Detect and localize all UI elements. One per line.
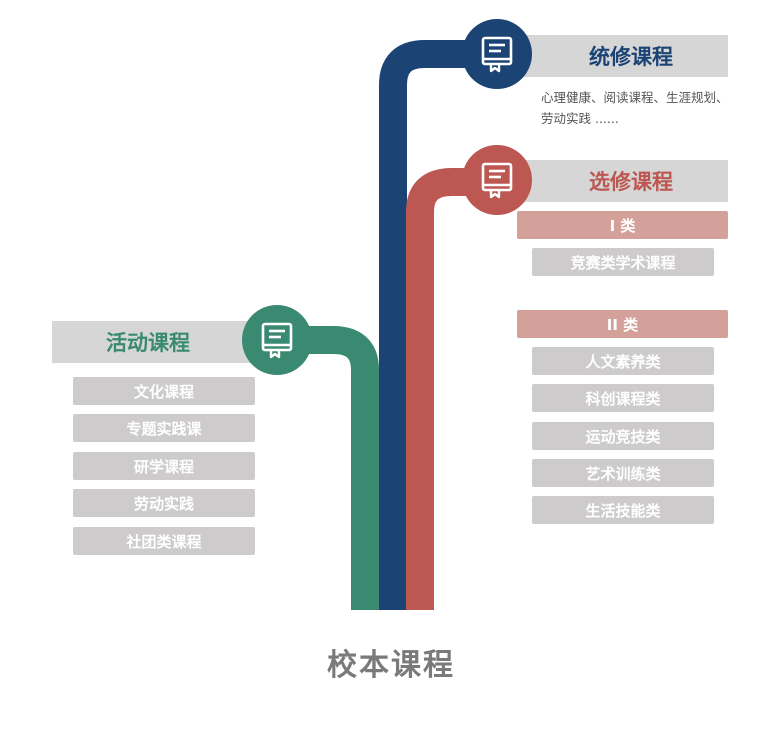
list-item-label: 艺术训练类 xyxy=(585,464,661,483)
activity-header: 活动课程 xyxy=(52,321,264,363)
activity-icon-circle xyxy=(242,305,312,375)
list-item: 人文素养类 xyxy=(532,347,714,375)
elective-category-1-label: I 类 xyxy=(609,216,636,235)
elective-header: 选修课程 xyxy=(522,160,728,202)
elective-category-2: II 类 xyxy=(517,310,728,338)
required-header: 统修课程 xyxy=(522,35,728,77)
activity-stem xyxy=(278,326,379,610)
list-item-label: 运动竞技类 xyxy=(585,427,661,446)
elective-category-1: I 类 xyxy=(517,211,728,239)
page-title: 校本课程 xyxy=(327,648,455,683)
book-icon xyxy=(261,322,293,359)
required-description: 心理健康、阅读课程、生涯规划、 劳动实践 ...... xyxy=(541,87,729,129)
list-item-label: 研学课程 xyxy=(133,457,194,476)
required-icon-circle xyxy=(462,19,532,89)
elective-stem xyxy=(406,168,498,610)
list-item-label: 人文素养类 xyxy=(585,352,661,371)
book-icon xyxy=(481,162,513,199)
list-item-label: 专题实践课 xyxy=(126,419,202,438)
list-item: 劳动实践 xyxy=(73,489,255,517)
required-title: 统修课程 xyxy=(589,45,673,69)
list-item: 专题实践课 xyxy=(73,414,255,442)
list-item: 科创课程类 xyxy=(532,384,714,412)
book-icon xyxy=(481,36,513,73)
list-item: 文化课程 xyxy=(73,377,255,405)
required-stem xyxy=(379,40,495,610)
list-item: 社团类课程 xyxy=(73,527,255,555)
list-item: 艺术训练类 xyxy=(532,459,714,487)
list-item-label: 生活技能类 xyxy=(585,501,661,520)
list-item: 竞赛类学术课程 xyxy=(532,248,714,276)
list-item: 生活技能类 xyxy=(532,496,714,524)
list-item: 研学课程 xyxy=(73,452,255,480)
activity-title: 活动课程 xyxy=(106,331,190,355)
list-item: 运动竞技类 xyxy=(532,422,714,450)
elective-title: 选修课程 xyxy=(589,170,673,194)
elective-icon-circle xyxy=(462,145,532,215)
required-description-line2: 劳动实践 ...... xyxy=(541,111,619,126)
required-description-line1: 心理健康、阅读课程、生涯规划、 xyxy=(541,90,729,105)
list-item-label: 文化课程 xyxy=(133,382,194,401)
elective-category-2-label: II 类 xyxy=(606,315,639,334)
list-item-label: 社团类课程 xyxy=(126,532,202,551)
list-item-label: 劳动实践 xyxy=(133,494,194,513)
list-item-label: 科创课程类 xyxy=(585,389,661,408)
list-item-label: 竞赛类学术课程 xyxy=(570,253,676,272)
